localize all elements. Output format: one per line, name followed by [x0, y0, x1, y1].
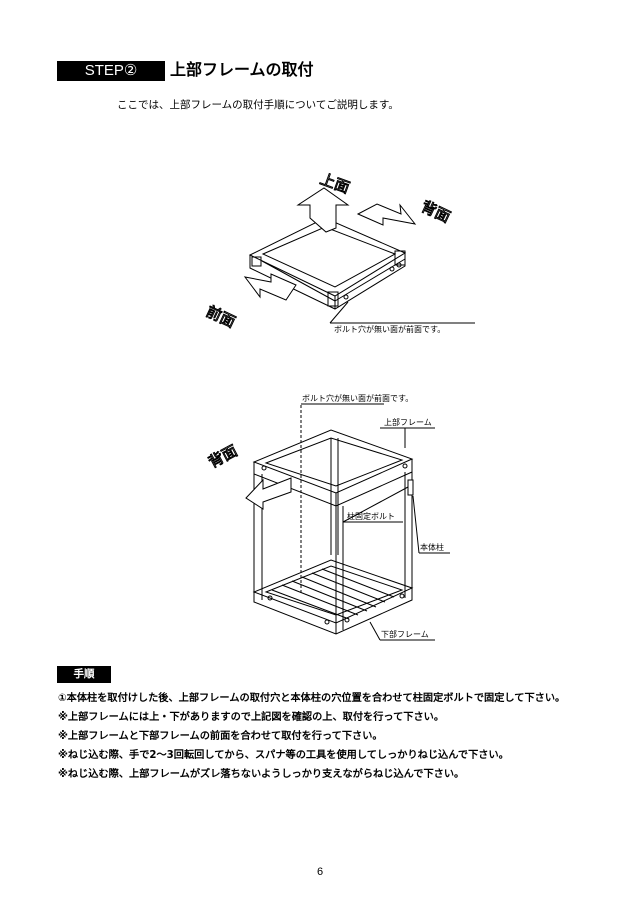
callout-front-face: ボルト穴が無い面が前面です。	[334, 325, 446, 334]
intro-text: ここでは、上部フレームの取付手順についてご説明します。	[117, 99, 399, 111]
procedure-line: ※上部フレームには上・下がありますので上記図を確認の上、取付を行って下さい。	[58, 712, 445, 723]
label-pillar-bolt: 柱固定ボルト	[347, 512, 395, 521]
procedure-line: ※ねじ込む際、手で2～3回転回してから、スパナ等の工具を使用してしっかりねじ込ん…	[58, 750, 509, 761]
label-main-pillar: 本体柱	[420, 543, 444, 552]
procedure-line: ①本体柱を取付けした後、上部フレームの取付穴と本体柱の穴位置を合わせて柱固定ボル…	[58, 693, 566, 704]
step-badge: STEP②	[57, 61, 165, 81]
callout-front-face-2: ボルト穴が無い面が前面です。	[302, 394, 414, 403]
label-lower-frame: 下部フレーム	[381, 630, 429, 639]
procedure-line: ※ねじ込む際、上部フレームがズレ落ちないようしっかり支えながらねじ込んで下さい。	[58, 769, 465, 780]
label-upper-frame: 上部フレーム	[384, 418, 432, 427]
page-number: 6	[316, 866, 324, 878]
page-title: 上部フレームの取付	[170, 60, 314, 79]
procedure-line: ※上部フレームと下部フレームの前面を合わせて取付を行って下さい。	[58, 731, 383, 742]
label-back-face-2: 背面	[205, 442, 240, 472]
procedure-heading: 手順	[57, 666, 111, 683]
procedure-list: ①本体柱を取付けした後、上部フレームの取付穴と本体柱の穴位置を合わせて柱固定ボル…	[58, 689, 628, 784]
